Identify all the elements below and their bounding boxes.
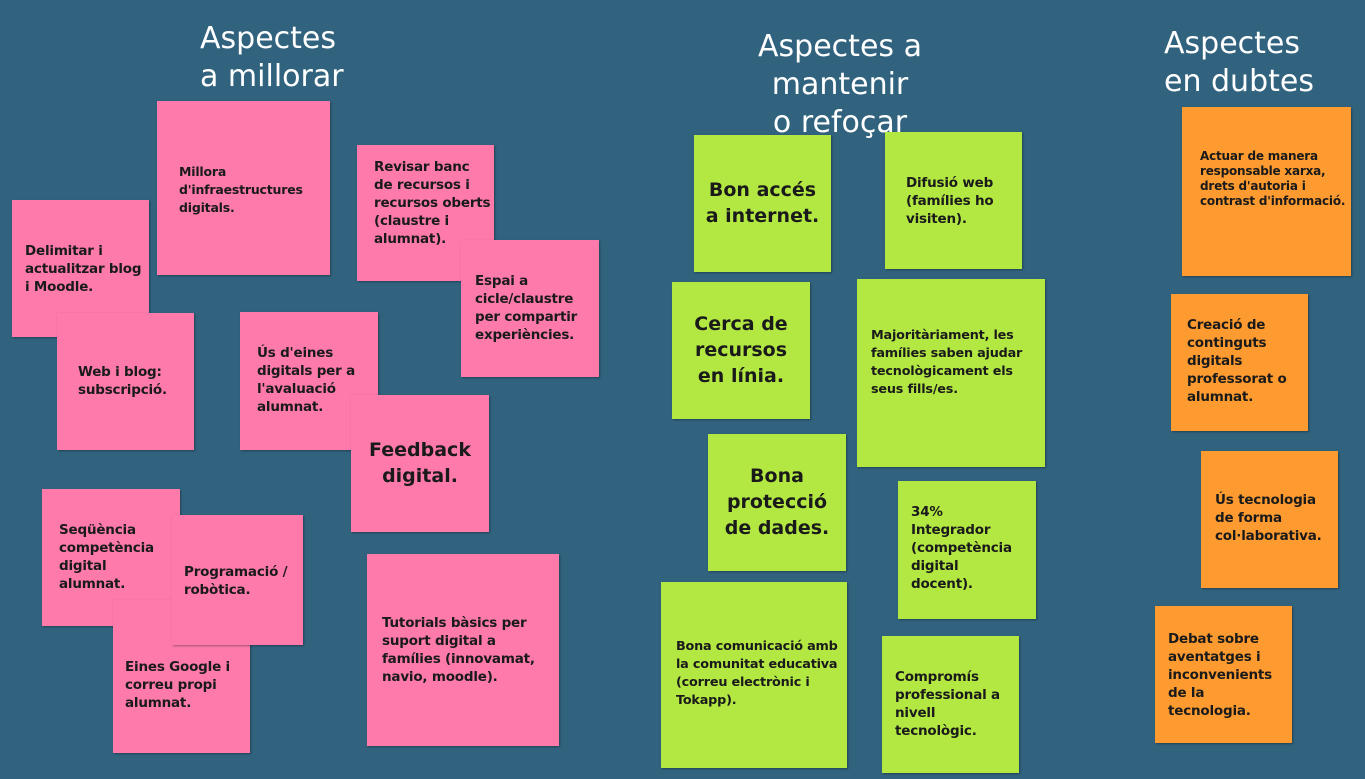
note-text: Revisar banc de recursos i recursos ober… xyxy=(374,159,491,247)
note-text: 34% Integrador (competència digital doce… xyxy=(911,504,1012,592)
sticky-note[interactable]: Bon accés a internet. xyxy=(694,135,831,272)
note-text: Cerca de recursos en línia. xyxy=(694,313,788,387)
sticky-note[interactable]: Debat sobre aventatges i inconvenients d… xyxy=(1155,606,1292,743)
note-text: Web i blog: subscripció. xyxy=(78,364,167,398)
note-text: Debat sobre aventatges i inconvenients d… xyxy=(1168,631,1272,719)
note-text: Delimitar i actualitzar blog i Moodle. xyxy=(25,243,142,295)
note-text: Programació / robòtica. xyxy=(184,564,288,598)
sticky-note[interactable]: Web i blog: subscripció. xyxy=(57,313,194,450)
sticky-note[interactable]: Millora d'infraestructures digitals. xyxy=(157,101,330,275)
note-text: Ús tecnologia de forma col·laborativa. xyxy=(1215,492,1322,544)
note-text: Compromís professional a nivell tecnològ… xyxy=(895,669,1000,739)
note-text: Seqüència competència digital alumnat. xyxy=(59,522,154,592)
note-text: Tutorials bàsics per suport digital a fa… xyxy=(382,615,535,685)
note-text: Actuar de manera responsable xarxa, dret… xyxy=(1200,149,1346,208)
note-text: Espai a cicle/claustre per compartir exp… xyxy=(475,273,578,343)
heading-line: en dubtes xyxy=(1164,64,1314,99)
sticky-note[interactable]: Programació / robòtica. xyxy=(172,515,303,645)
note-text: Millora d'infraestructures digitals. xyxy=(179,164,303,215)
note-text: Bona protecció de dades. xyxy=(724,465,830,539)
heading-aspectes-a-mantenir: Aspectes a mantenir o refoçar xyxy=(690,28,990,142)
sticky-note[interactable]: Compromís professional a nivell tecnològ… xyxy=(882,636,1019,773)
heading-line: Aspectes xyxy=(200,21,336,56)
sticky-note[interactable]: Tutorials bàsics per suport digital a fa… xyxy=(367,554,559,746)
note-text: Feedback digital. xyxy=(369,439,471,487)
note-text: Difusió web (famílies ho visiten). xyxy=(906,175,994,227)
heading-line: Aspectes xyxy=(1164,26,1300,61)
sticky-note[interactable]: Ús tecnologia de forma col·laborativa. xyxy=(1201,451,1338,588)
sticky-note[interactable]: 34% Integrador (competència digital doce… xyxy=(898,481,1036,619)
sticky-note[interactable]: Feedback digital. xyxy=(351,395,489,532)
sticky-note[interactable]: Actuar de manera responsable xarxa, dret… xyxy=(1182,107,1351,276)
sticky-note[interactable]: Bona protecció de dades. xyxy=(708,434,846,571)
sticky-note[interactable]: Espai a cicle/claustre per compartir exp… xyxy=(461,240,599,377)
sticky-note[interactable]: Revisar banc de recursos i recursos ober… xyxy=(357,145,494,281)
sticky-note[interactable]: Difusió web (famílies ho visiten). xyxy=(885,132,1022,269)
sticky-note[interactable]: Bona comunicació amb la comunitat educat… xyxy=(661,582,847,768)
note-text: Bon accés a internet. xyxy=(705,179,820,227)
note-text: Creació de continguts digitals professor… xyxy=(1187,317,1287,405)
sticky-note[interactable]: Cerca de recursos en línia. xyxy=(672,282,810,419)
heading-line: Aspectes a mantenir xyxy=(758,29,922,102)
heading-aspectes-en-dubtes: Aspectes en dubtes xyxy=(1164,25,1314,101)
sticky-note[interactable]: Majoritàriament, les famílies saben ajud… xyxy=(857,279,1045,467)
sticky-note[interactable]: Creació de continguts digitals professor… xyxy=(1171,294,1308,431)
heading-line: o refoçar xyxy=(772,105,908,140)
note-text: Majoritàriament, les famílies saben ajud… xyxy=(871,328,1023,397)
note-text: Eines Google i correu propi alumnat. xyxy=(125,659,230,711)
note-text: Bona comunicació amb la comunitat educat… xyxy=(676,639,838,708)
note-text: Ús d'eines digitals per a l'avaluació al… xyxy=(257,345,355,415)
heading-line: a millorar xyxy=(200,59,344,94)
heading-aspectes-a-millorar: Aspectes a millorar xyxy=(200,20,344,96)
